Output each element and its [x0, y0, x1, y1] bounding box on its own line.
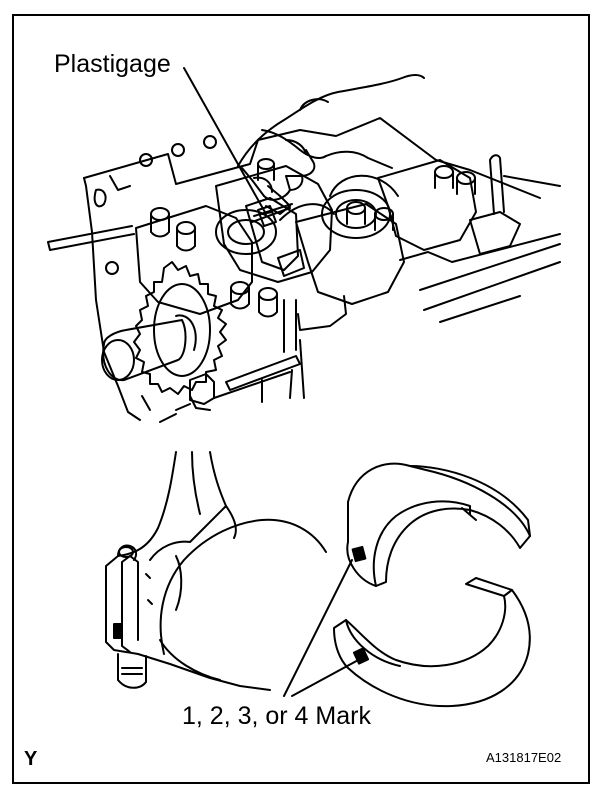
upper-bearing-shell	[346, 462, 531, 587]
connecting-rod-drawing	[105, 451, 531, 708]
lower-bearing-shell	[333, 577, 531, 708]
cap-bolts	[150, 158, 476, 318]
hand-drawing	[237, 74, 425, 215]
plastigage-label: Plastigage	[54, 50, 171, 78]
plastigage-leader	[183, 67, 267, 215]
mark-leader-lower	[291, 657, 363, 697]
sprocket	[133, 261, 227, 395]
engine-block-drawing	[47, 67, 561, 423]
view-letter: Y	[24, 748, 38, 770]
mark-label: 1, 2, 3, or 4 Mark	[182, 702, 371, 730]
figure-code: A131817E02	[486, 750, 562, 765]
mark-leader-upper	[283, 559, 353, 697]
figure-frame	[12, 14, 590, 784]
